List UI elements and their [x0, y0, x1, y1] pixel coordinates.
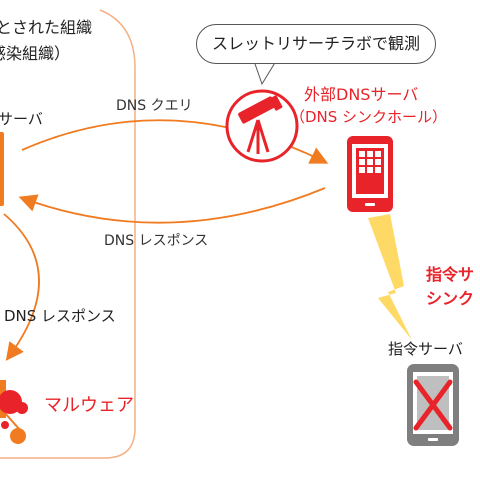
phone-icon — [347, 136, 393, 212]
callout-pointer — [253, 60, 277, 86]
dns-response-internal-label: DNS レスポンス — [4, 307, 116, 325]
telescope-icon — [225, 89, 299, 163]
observation-callout-text: スレットリサーチラボで観測 — [211, 34, 420, 53]
malware-label: マルウェア — [44, 395, 134, 416]
org-title-line1: とされた組織 — [0, 18, 93, 37]
dns-response-external-label: DNS レスポンス — [104, 233, 209, 249]
dns-response-arrow — [18, 187, 326, 224]
server-icon — [0, 132, 4, 206]
crossed-phone-icon — [407, 364, 459, 446]
command-server-red-line1: 指令サ — [426, 265, 475, 284]
dns-response-to-malware-arrow — [3, 213, 40, 361]
org-boundary — [0, 9, 136, 459]
observation-callout: スレットリサーチラボで観測 — [196, 24, 436, 64]
command-server-red-line2: シンク — [426, 289, 475, 308]
lightning-bolt-icon — [368, 214, 412, 340]
external-dns-label-line2: （DNS シンクホール） — [290, 108, 448, 126]
external-dns-label-line1: 外部DNSサーバ — [304, 85, 419, 104]
dns-query-label: DNS クエリ — [116, 98, 193, 114]
command-server-label: 指令サーバ — [388, 340, 463, 358]
malware-icon — [0, 380, 28, 444]
org-title-line2: 感染組織） — [0, 44, 71, 63]
internal-dns-label: サーバ — [0, 110, 43, 128]
